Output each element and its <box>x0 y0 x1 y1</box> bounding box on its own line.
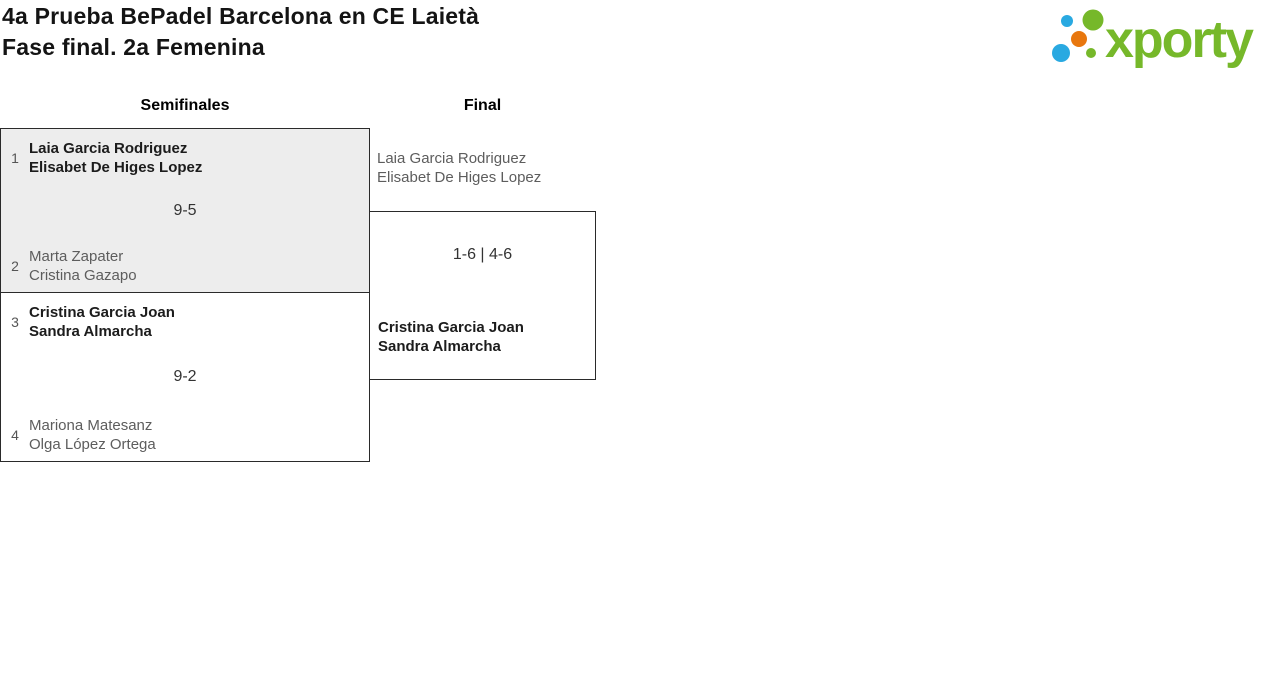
player-name: Laia Garcia Rodriguez <box>29 140 188 157</box>
logo-dot-green-small <box>1086 48 1096 58</box>
page-title-line1: 4a Prueba BePadel Barcelona en CE Laietà <box>2 3 480 29</box>
team-names: Laia Garcia Rodriguez Elisabet De Higes … <box>377 149 541 187</box>
seed-label: 2 <box>11 258 19 274</box>
player-name: Cristina Garcia Joan <box>29 304 175 321</box>
logo-dot-blue-large <box>1052 44 1070 62</box>
team-row: 1 Laia Garcia Rodriguez Elisabet De Hige… <box>1 139 369 177</box>
team-names: Marta Zapater Cristina Gazapo <box>29 247 137 285</box>
seed-label: 3 <box>11 314 19 330</box>
page-title: 4a Prueba BePadel Barcelona en CE Laietà… <box>2 1 479 63</box>
team-row: 2 Marta Zapater Cristina Gazapo <box>1 247 369 285</box>
player-name: Marta Zapater <box>29 248 124 265</box>
seed-label: 4 <box>11 427 19 443</box>
match-score: 9-5 <box>173 201 197 219</box>
player-name: Elisabet De Higes Lopez <box>29 159 203 176</box>
logo-dot-orange <box>1071 31 1087 47</box>
logo-wordmark: xporty <box>1105 11 1254 69</box>
match-card-semifinal-2[interactable]: 3 Cristina Garcia Joan Sandra Almarcha 9… <box>0 293 370 462</box>
logo-dot-green-large <box>1082 9 1104 31</box>
player-name: Cristina Gazapo <box>29 267 137 284</box>
final-team-finalist-2: Cristina Garcia Joan Sandra Almarcha <box>378 318 524 356</box>
player-name: Elisabet De Higes Lopez <box>377 169 542 186</box>
team-names: Laia Garcia Rodriguez Elisabet De Higes … <box>29 139 202 177</box>
logo-dots-icon <box>1052 9 1104 62</box>
xporty-logo[interactable]: xporty <box>1048 0 1280 70</box>
final-team-finalist-1: Laia Garcia Rodriguez Elisabet De Higes … <box>377 149 541 187</box>
player-name: Laia Garcia Rodriguez <box>377 150 527 167</box>
player-name: Sandra Almarcha <box>29 323 152 340</box>
player-name: Cristina Garcia Joan <box>378 319 524 336</box>
round-header-semifinales: Semifinales <box>140 97 230 114</box>
team-names: Cristina Garcia Joan Sandra Almarcha <box>29 303 175 341</box>
logo-dot-blue-small <box>1061 15 1073 27</box>
team-row: 4 Mariona Matesanz Olga López Ortega <box>1 416 369 454</box>
player-name: Sandra Almarcha <box>378 338 501 355</box>
round-header-final: Final <box>463 97 502 114</box>
player-name: Olga López Ortega <box>29 436 156 453</box>
team-row: 3 Cristina Garcia Joan Sandra Almarcha <box>1 303 369 341</box>
team-names: Mariona Matesanz Olga López Ortega <box>29 416 156 454</box>
seed-label: 1 <box>11 150 19 166</box>
match-score: 9-2 <box>173 368 197 385</box>
match-card-final[interactable]: 1-6 | 4-6 Cristina Garcia Joan Sandra Al… <box>369 211 596 380</box>
page-title-line2: Fase final. 2a Femenina <box>2 34 265 60</box>
match-card-semifinal-1[interactable]: 1 Laia Garcia Rodriguez Elisabet De Hige… <box>0 128 370 293</box>
player-name: Mariona Matesanz <box>29 417 153 434</box>
match-score: 1-6 | 4-6 <box>452 246 513 263</box>
